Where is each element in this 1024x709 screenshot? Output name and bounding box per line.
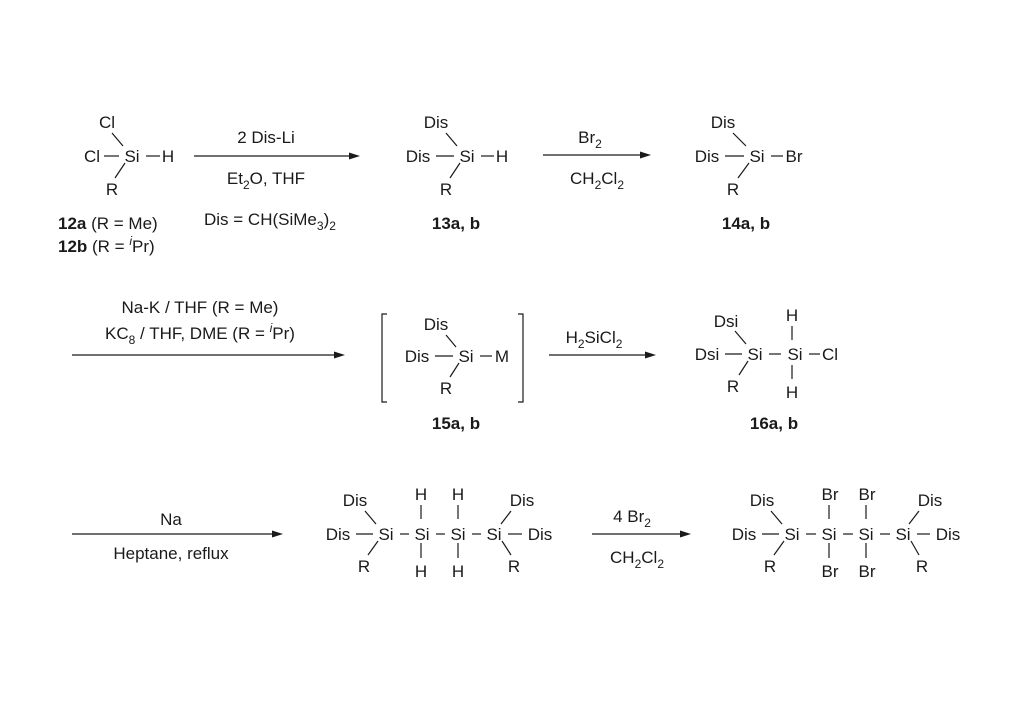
tetrasilane-structure: Dis Dis Si Si Si Si Dis Dis H H H H R R bbox=[326, 485, 553, 581]
solvent-ch2cl2: CH2Cl2 bbox=[610, 548, 664, 571]
atom-si: Si bbox=[787, 345, 802, 364]
atom-r: R bbox=[916, 557, 928, 576]
atom-dis: Dis bbox=[750, 491, 775, 510]
atom-r: R bbox=[727, 377, 739, 396]
atom-h: H bbox=[415, 485, 427, 504]
atom-si: Si bbox=[458, 347, 473, 366]
compound-label-14: 14a, b bbox=[722, 214, 770, 233]
dis-definition: Dis = CH(SiMe3)2 bbox=[204, 210, 336, 233]
solvent-ch2cl2: CH2Cl2 bbox=[570, 169, 624, 192]
compound-14-structure: Dis Dis Si Br R bbox=[695, 113, 803, 199]
compound-12-structure: Cl Cl Si H R bbox=[84, 113, 174, 199]
reaction-arrow-6: 4 Br2 CH2Cl2 bbox=[592, 507, 691, 571]
atom-dis: Dis bbox=[732, 525, 757, 544]
left-bracket bbox=[381, 313, 387, 403]
atom-si: Si bbox=[858, 525, 873, 544]
atom-dis: Dis bbox=[528, 525, 553, 544]
tetrabromotetrasilane-structure: Dis Dis Si Si Si Si Dis Dis Br Br Br Br … bbox=[732, 485, 961, 581]
atom-br: Br bbox=[859, 485, 876, 504]
reagent-h2sicl2: H2SiCl2 bbox=[566, 328, 623, 351]
condition-na-k: Na-K / THF (R = Me) bbox=[122, 298, 279, 317]
atom-r: R bbox=[440, 180, 452, 199]
atom-br: Br bbox=[822, 562, 839, 581]
atom-dsi: Dsi bbox=[714, 312, 739, 331]
bond bbox=[111, 132, 124, 147]
condition-kc8: KC8 / THF, DME (R = iPr) bbox=[105, 321, 295, 347]
atom-dis: Dis bbox=[510, 491, 535, 510]
reagent-dis-li: 2 Dis-Li bbox=[237, 128, 295, 147]
atom-si: Si bbox=[784, 525, 799, 544]
atom-m: M bbox=[495, 347, 509, 366]
atom-r: R bbox=[440, 379, 452, 398]
atom-si: Si bbox=[459, 147, 474, 166]
compound-label-13: 13a, b bbox=[432, 214, 480, 233]
compound-label-12a: 12a (R = Me) bbox=[58, 214, 158, 233]
atom-si: Si bbox=[747, 345, 762, 364]
reagent-na: Na bbox=[160, 510, 182, 529]
atom-dis: Dis bbox=[326, 525, 351, 544]
compound-15-structure: Dis Dis Si M R bbox=[381, 313, 524, 403]
reaction-arrow-4: H2SiCl2 bbox=[549, 328, 656, 359]
atom-si: Si bbox=[450, 525, 465, 544]
atom-dis: Dis bbox=[424, 113, 449, 132]
atom-dis: Dis bbox=[695, 147, 720, 166]
atom-dsi: Dsi bbox=[695, 345, 720, 364]
atom-h: H bbox=[162, 147, 174, 166]
atom-si: Si bbox=[749, 147, 764, 166]
compound-16-structure: Dsi Dsi Si Si Cl H H R bbox=[695, 306, 838, 402]
atom-r: R bbox=[764, 557, 776, 576]
atom-h: H bbox=[452, 485, 464, 504]
atom-dis: Dis bbox=[936, 525, 961, 544]
reaction-arrow-3: Na-K / THF (R = Me) KC8 / THF, DME (R = … bbox=[72, 298, 345, 359]
atom-si: Si bbox=[124, 147, 139, 166]
atom-cl: Cl bbox=[99, 113, 115, 132]
atom-dis: Dis bbox=[343, 491, 368, 510]
solvent-et2o-thf: Et2O, THF bbox=[227, 169, 305, 192]
reagent-4br2: 4 Br2 bbox=[613, 507, 651, 530]
reaction-arrow-2: Br2 CH2Cl2 bbox=[543, 128, 651, 192]
reaction-arrow-5: Na Heptane, reflux bbox=[72, 510, 283, 563]
atom-h: H bbox=[415, 562, 427, 581]
bond bbox=[114, 162, 126, 179]
atom-si: Si bbox=[378, 525, 393, 544]
reaction-arrow-1: 2 Dis-Li Et2O, THF bbox=[194, 128, 360, 192]
reagent-br2: Br2 bbox=[578, 128, 602, 151]
atom-br: Br bbox=[822, 485, 839, 504]
condition-heptane-reflux: Heptane, reflux bbox=[113, 544, 229, 563]
compound-label-15: 15a, b bbox=[432, 414, 480, 433]
atom-r: R bbox=[358, 557, 370, 576]
atom-br: Br bbox=[786, 147, 803, 166]
atom-h: H bbox=[496, 147, 508, 166]
compound-label-16: 16a, b bbox=[750, 414, 798, 433]
atom-dis: Dis bbox=[406, 147, 431, 166]
atom-si: Si bbox=[414, 525, 429, 544]
atom-dis: Dis bbox=[711, 113, 736, 132]
atom-dis: Dis bbox=[918, 491, 943, 510]
atom-br: Br bbox=[859, 562, 876, 581]
atom-r: R bbox=[508, 557, 520, 576]
atom-cl: Cl bbox=[84, 147, 100, 166]
atom-h: H bbox=[786, 383, 798, 402]
atom-si: Si bbox=[486, 525, 501, 544]
compound-label-12b: 12b (R = iPr) bbox=[58, 234, 155, 256]
right-bracket bbox=[518, 313, 524, 403]
atom-h: H bbox=[452, 562, 464, 581]
atom-cl: Cl bbox=[822, 345, 838, 364]
atom-si: Si bbox=[895, 525, 910, 544]
atom-dis: Dis bbox=[424, 315, 449, 334]
compound-13-structure: Dis Dis Si H R bbox=[406, 113, 508, 199]
atom-r: R bbox=[106, 180, 118, 199]
atom-r: R bbox=[727, 180, 739, 199]
atom-h: H bbox=[786, 306, 798, 325]
atom-dis: Dis bbox=[405, 347, 430, 366]
atom-si: Si bbox=[821, 525, 836, 544]
